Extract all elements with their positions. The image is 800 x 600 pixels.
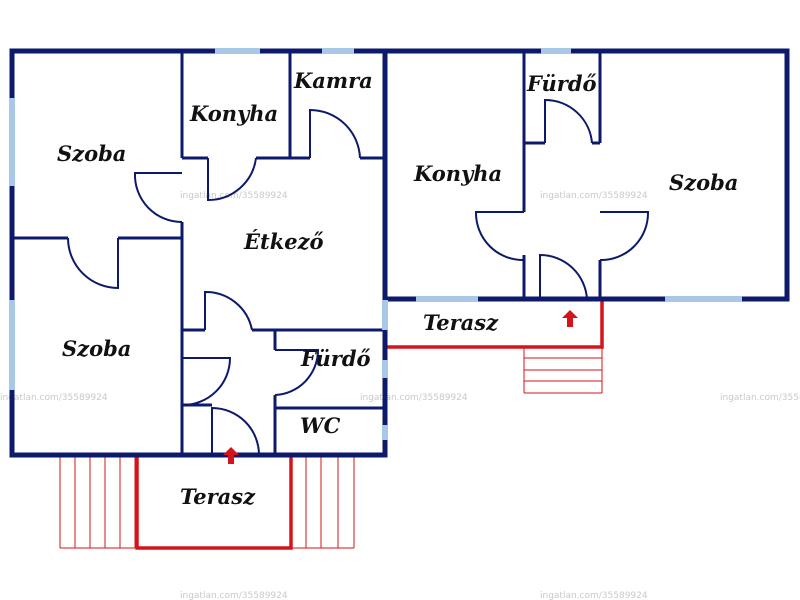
terrace-outlines	[135, 300, 604, 550]
room-label-terasz: Terasz	[180, 484, 256, 509]
room-labels: Szoba Konyha Kamra Étkező Szoba Fürdő WC…	[57, 68, 738, 509]
watermark-text: ingatlan.com/35589924	[180, 591, 288, 600]
watermark-text: ingatlan.com/35589924	[180, 191, 288, 201]
watermark-text: ingatlan.com/35589924	[720, 393, 800, 403]
arrow-up-icon	[562, 310, 578, 327]
arrow-up-icon	[223, 447, 239, 464]
watermark-text: ingatlan.com/35589924	[360, 393, 468, 403]
stairs-left	[59, 456, 136, 549]
walls	[9, 48, 790, 458]
room-label-furdo: Fürdő	[526, 71, 597, 96]
room-label-konyha: Konyha	[413, 161, 502, 186]
entry-arrows	[223, 310, 578, 464]
stairs-right	[290, 456, 355, 549]
room-label-furdo: Fürdő	[300, 346, 371, 371]
doors	[67, 98, 650, 456]
room-label-kamra: Kamra	[293, 68, 373, 93]
watermark-text: ingatlan.com/35589924	[540, 591, 648, 600]
room-label-wc: WC	[300, 413, 341, 438]
watermark-text: ingatlan.com/35589924	[0, 393, 108, 403]
room-label-konyha: Konyha	[189, 101, 278, 126]
room-label-terasz: Terasz	[423, 310, 499, 335]
room-label-szoba: Szoba	[669, 170, 738, 195]
room-label-etkezo: Étkező	[243, 229, 324, 254]
windows	[9, 48, 742, 440]
stairs-east	[523, 347, 603, 394]
room-label-szoba: Szoba	[62, 336, 131, 361]
watermark-text: ingatlan.com/35589924	[540, 191, 648, 201]
watermarks: ingatlan.com/35589924 ingatlan.com/35589…	[0, 191, 800, 600]
room-label-szoba: Szoba	[57, 141, 126, 166]
